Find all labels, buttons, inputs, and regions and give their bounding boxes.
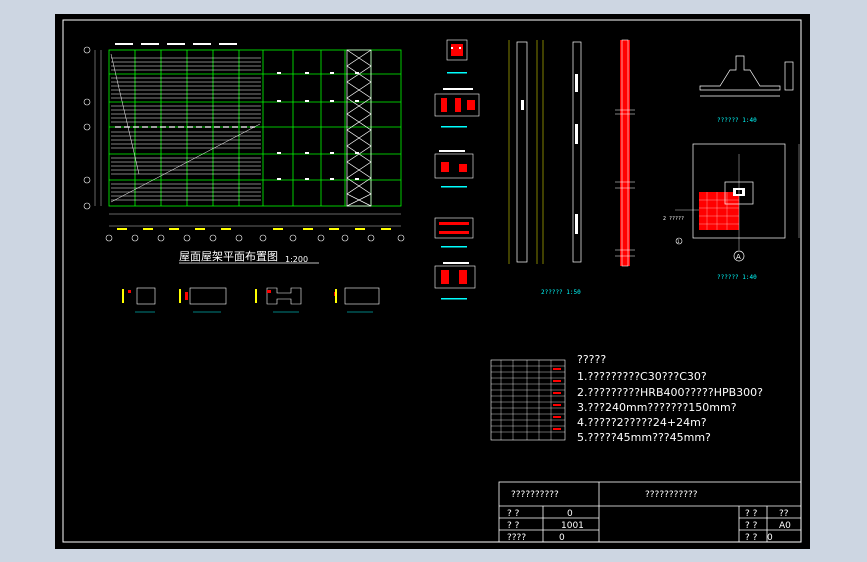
column-reinforcement-red <box>620 40 630 266</box>
title-block-row-1-value: 0 <box>567 509 573 519</box>
roof-plan-title: 屋面屋架平面布置图 <box>179 250 278 263</box>
title-block-row-3-value: 0 <box>559 533 565 543</box>
title-block-right-1-key: ? ? <box>745 509 758 519</box>
axis-1-label: 1 <box>677 239 680 244</box>
column-plan-detail: A 1 2 ????? ?????? 1:40 <box>663 143 800 281</box>
column-section-red <box>699 192 739 230</box>
note-line-2: 2.?????????HRB400?????HPB300? <box>577 386 763 399</box>
drawing-border <box>62 19 802 543</box>
title-block-row-1-key: ? ? <box>507 509 520 519</box>
general-notes: ????? 1.?????????C30???C30? 2.?????????H… <box>577 353 763 444</box>
title-block-right-2-value: A0 <box>779 521 791 531</box>
footing-detail: ?????? 1:40 <box>699 55 794 124</box>
title-block-project: ?????????? <box>511 490 559 500</box>
section-details <box>122 287 380 313</box>
rebar-schedule <box>490 359 566 441</box>
member-sections <box>434 39 480 300</box>
title-block-row-3-key: ???? <box>507 533 526 543</box>
title-block-drawing-name: ??????????? <box>645 490 698 500</box>
note-line-3: 3.???240mm???????150mm? <box>577 401 737 414</box>
note-line-5: 5.?????45mm???45mm? <box>577 431 711 444</box>
axis-bubble-1 <box>675 237 683 245</box>
title-block-row-2-value: 1001 <box>561 521 584 531</box>
title-block-right-2-key: ? ? <box>745 521 758 531</box>
footing-label: ?????? 1:40 <box>717 117 757 124</box>
roof-plan: 屋面屋架平面布置图 1:200 <box>83 43 405 264</box>
elevation-label: 2????? 1:50 <box>541 289 581 296</box>
column-plan-label: ?????? 1:40 <box>717 274 757 281</box>
roof-plan-scale: 1:200 <box>285 255 308 264</box>
axis-bubble-a <box>733 250 745 262</box>
note-line-1: 1.?????????C30???C30? <box>577 370 707 383</box>
cad-drawing: 屋面屋架平面布置图 1:200 <box>62 19 802 543</box>
title-block-right-3-key: ? ? <box>745 533 758 543</box>
title-block-right-3-value: 0 <box>767 533 773 543</box>
title-block-right-1-value: ?? <box>779 509 789 519</box>
column-elevations: 2????? 1:50 <box>508 39 635 296</box>
notes-heading: ????? <box>577 353 606 366</box>
axis-a-label: A <box>736 253 741 261</box>
detail-note: 2 ????? <box>663 216 684 222</box>
title-block: ?????????? ??????????? ? ? 0 ? ? 1001 ??… <box>498 481 802 543</box>
drawing-canvas[interactable]: 屋面屋架平面布置图 1:200 <box>55 14 810 549</box>
title-block-row-2-key: ? ? <box>507 521 520 531</box>
note-line-4: 4.?????2?????24+24m? <box>577 416 707 429</box>
